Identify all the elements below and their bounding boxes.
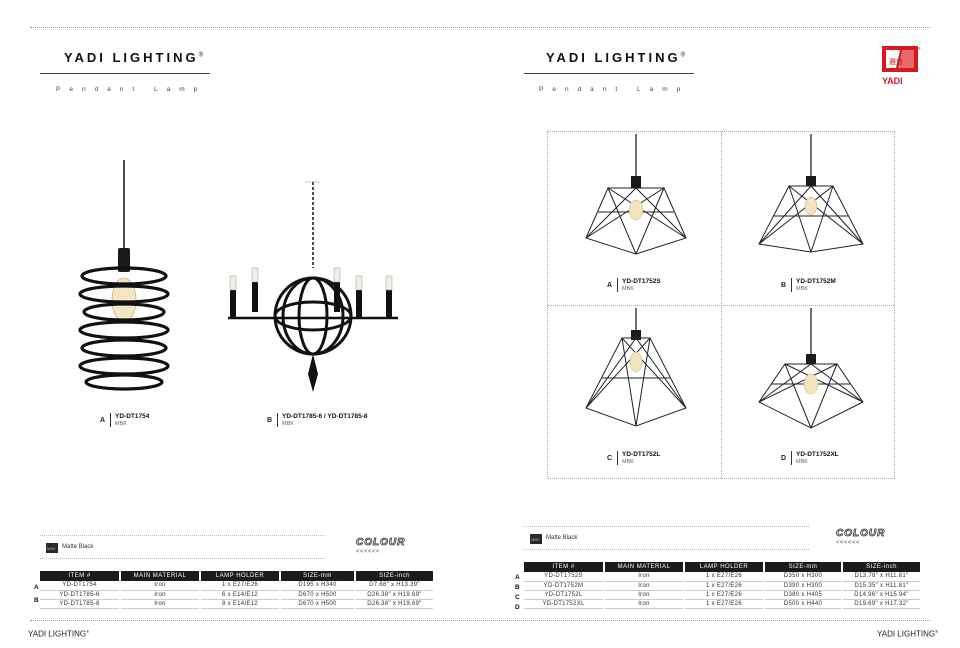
colour-arrows-right: <<<<<< [836, 540, 861, 546]
product-label-c-right: C YD-DT1752L MBK [607, 451, 661, 465]
diamond-pendant-d-image [758, 308, 864, 429]
col-size-inch: SIZE-inch [354, 571, 433, 581]
col-item: ITEM # [524, 562, 604, 572]
colour-heading: COLOUR [356, 537, 406, 549]
matte-black-swatch: MBK [46, 543, 58, 553]
bottom-dotted-rule [30, 620, 930, 621]
page-subtitle-right: Pendant Lamp [539, 86, 690, 93]
yadi-logo: 雅迪 YADI ® [882, 46, 921, 86]
row-letter-a-right: A [515, 574, 520, 581]
diamond-pendant-c-image [585, 308, 687, 427]
product-label-a-right: A YD-DT1752S MBK [607, 278, 661, 292]
svg-text:®: ® [918, 46, 921, 51]
spiral-pendant-image [78, 160, 170, 391]
row-letter-d-right: D [515, 604, 520, 611]
footer-brand-right: YADI LIGHTING® [877, 629, 939, 639]
swatch-label: Matte Black [62, 544, 94, 550]
diamond-pendant-a-image [585, 134, 687, 255]
top-dotted-rule [30, 27, 930, 28]
brand-title-right: YADI LIGHTING® [546, 50, 686, 65]
diamond-pendant-b-image [758, 134, 864, 253]
svg-text:雅迪: 雅迪 [889, 57, 903, 66]
col-size-mm: SIZE-mm [763, 562, 842, 572]
orb-chandelier-image [228, 181, 398, 392]
col-material: MAIN MATERIAL [603, 562, 684, 572]
brand-rule [40, 73, 210, 74]
spec-table: ITEM # MAIN MATERIAL LAMP HOLDER SIZE-mm… [40, 571, 433, 609]
footer-brand: YADI LIGHTING® [28, 629, 90, 639]
colour-swatch-row: MBK Matte Black [40, 535, 325, 559]
brand-title: YADI LIGHTING® [64, 50, 204, 65]
svg-text:YADI: YADI [882, 76, 903, 86]
product-label-b: B YD-DT1785-6 / YD-DT1785-8 MBK [267, 413, 368, 427]
brand-rule-right [524, 73, 694, 74]
page-subtitle: Pendant Lamp [56, 86, 207, 93]
product-grid [547, 131, 895, 479]
row-letter-a: A [34, 584, 39, 591]
left-page: YADI LIGHTING® Pendant Lamp [28, 50, 433, 639]
col-holder: LAMP HOLDER [683, 562, 764, 572]
row-letter-c-right: C [515, 594, 520, 601]
colour-swatch-row-right: MBK Matte Black [524, 526, 809, 550]
col-size-mm: SIZE-mm [279, 571, 355, 581]
row-letter-b-right: B [515, 584, 520, 591]
product-label-b-right: B YD-DT1752M MBK [781, 278, 836, 292]
swatch-label-right: Matte Black [546, 535, 578, 541]
matte-black-swatch-right: MBK [530, 534, 542, 544]
col-material: MAIN MATERIAL [119, 571, 200, 581]
spec-table-right: ITEM # MAIN MATERIAL LAMP HOLDER SIZE-mm… [524, 562, 920, 609]
product-label-a: A YD-DT1754 MBK [100, 413, 150, 427]
colour-arrows: <<<<<< [356, 549, 381, 555]
col-size-inch: SIZE-inch [841, 562, 920, 572]
col-holder: LAMP HOLDER [199, 571, 280, 581]
colour-heading-right: COLOUR [836, 528, 886, 540]
col-item: ITEM # [40, 571, 120, 581]
product-label-d-right: D YD-DT1752XL MBK [781, 451, 839, 465]
row-letter-b: B [34, 597, 39, 604]
